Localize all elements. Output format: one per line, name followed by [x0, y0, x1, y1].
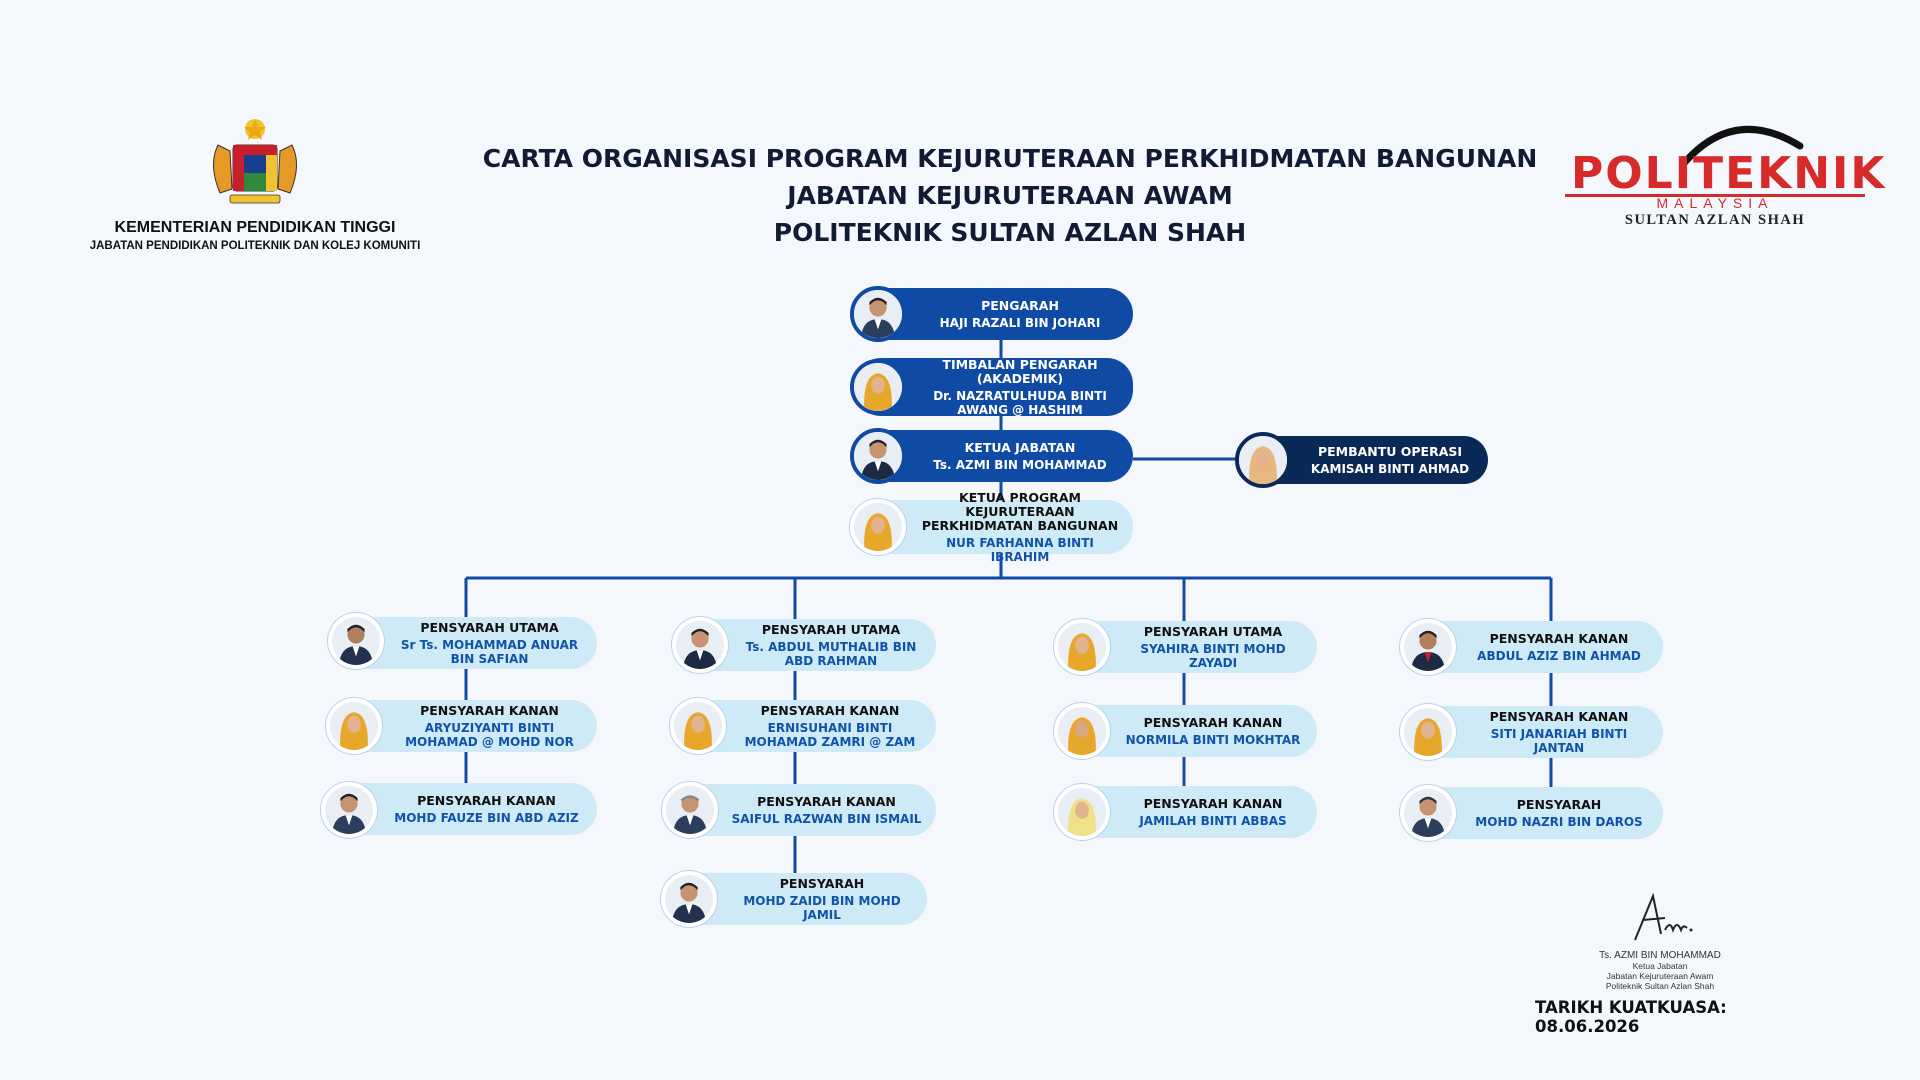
handwritten-signature-icon — [1634, 892, 1693, 941]
staff-role: PENSYARAH KANAN — [1143, 795, 1283, 811]
program-head-name: NUR FARHANNA BINTI IBRAHIM — [946, 535, 1094, 564]
staff-role: PENSYARAH UTAMA — [761, 621, 901, 637]
staff-role: PENSYARAH KANAN — [1489, 630, 1629, 646]
staff-name: ERNISUHANI BINTI MOHAMAD ZAMRI @ ZAM — [744, 720, 916, 749]
staff-name: MOHD FAUZE BIN ABD AZIZ — [394, 810, 579, 825]
staff-name: ARYUZIYANTI BINTI MOHAMAD @ MOHD NOR — [405, 720, 574, 749]
staff-name: JAMILAH BINTI ABBAS — [1139, 813, 1287, 828]
male-portrait-icon — [1400, 785, 1456, 841]
staff-card: PENSYARAH KANAN JAMILAH BINTI ABBAS — [1057, 786, 1317, 838]
ministry-name: KEMENTERIAN PENDIDIKAN TINGGI — [114, 219, 396, 236]
page-subtitle-institution: POLITEKNIK SULTAN AZLAN SHAH — [773, 218, 1247, 247]
logo-campus: SULTAN AZLAN SHAH — [1624, 212, 1806, 228]
female-hijab-portrait-icon — [1235, 432, 1291, 488]
female-hijab-portrait-icon — [326, 698, 382, 754]
logo-country: MALAYSIA — [1656, 195, 1774, 211]
staff-name: SITI JANARIAH BINTI JANTAN — [1490, 726, 1628, 755]
female-hijab-portrait-icon — [670, 698, 726, 754]
male-portrait-icon — [661, 871, 717, 927]
staff-role: PENSYARAH KANAN — [417, 792, 556, 808]
malaysia-crest-icon — [213, 119, 297, 204]
staff-name: ABDUL AZIZ BIN AHMAD — [1477, 648, 1641, 663]
staff-role: PENSYARAH UTAMA — [1143, 623, 1283, 639]
staff-name: MOHD NAZRI BIN DAROS — [1475, 814, 1643, 829]
head-dept-role: KETUA JABATAN — [964, 439, 1076, 455]
staff-role: PENSYARAH KANAN — [760, 702, 900, 718]
female-hijab-portrait-icon — [1054, 784, 1110, 840]
male-portrait-icon — [328, 613, 384, 669]
staff-name: SAIFUL RAZWAN BIN ISMAIL — [731, 811, 922, 826]
female-hijab-portrait-icon — [850, 499, 906, 555]
signature-block: Ts. AZMI BIN MOHAMMAD Ketua Jabatan Jaba… — [1570, 890, 1750, 991]
signatory-institution: Politeknik Sultan Azlan Shah — [1605, 981, 1715, 991]
director-name: HAJI RAZALI BIN JOHARI — [939, 315, 1101, 330]
program-head-card: KETUA PROGRAM KEJURUTERAAN PERKHIDMATAN … — [855, 490, 1133, 564]
deputy-role: TIMBALAN PENGARAH (AKADEMIK) — [942, 356, 1098, 386]
head-dept-card: KETUA JABATAN Ts. AZMI BIN MOHAMMAD — [855, 430, 1133, 482]
male-portrait-icon — [850, 428, 906, 484]
staff-role: PENSYARAH KANAN — [420, 702, 559, 718]
logo-arc-icon — [1681, 125, 1804, 166]
signatory-title: Ketua Jabatan — [1632, 961, 1688, 971]
staff-role: PENSYARAH KANAN — [757, 793, 896, 809]
staff-role: PENSYARAH UTAMA — [420, 619, 559, 635]
staff-name: NORMILA BINTI MOKHTAR — [1125, 732, 1301, 747]
male-portrait-icon — [672, 617, 728, 673]
male-portrait-icon — [850, 286, 906, 342]
male-portrait-icon — [321, 782, 377, 838]
effective-date: TARIKH KUATKUASA: 08.06.2026 — [1535, 998, 1727, 1036]
female-hijab-portrait-icon — [1054, 703, 1110, 759]
female-hijab-portrait-icon — [850, 359, 906, 415]
staff-role: PENSYARAH — [779, 875, 865, 891]
female-hijab-portrait-icon — [1400, 704, 1456, 760]
ministry-department: JABATAN PENDIDIKAN POLITEKNIK DAN KOLEJ … — [89, 240, 421, 252]
politeknik-logo: POLITEKNIK MALAYSIA SULTAN AZLAN SHAH — [1565, 112, 1885, 232]
female-hijab-portrait-icon — [1054, 619, 1110, 675]
head-dept-name: Ts. AZMI BIN MOHAMMAD — [933, 457, 1107, 472]
logo-underline-icon — [1565, 194, 1865, 197]
assistant-role: PEMBANTU OPERASI — [1317, 443, 1463, 459]
director-role: PENGARAH — [981, 297, 1059, 313]
page-title: CARTA ORGANISASI PROGRAM KEJURUTERAAN PE… — [482, 144, 1538, 173]
staff-role: PENSYARAH — [1516, 796, 1602, 812]
staff-name: SYAHIRA BINTI MOHD ZAYADI — [1140, 641, 1286, 670]
staff-role: PENSYARAH KANAN — [1143, 714, 1283, 730]
page-title-block: CARTA ORGANISASI PROGRAM KEJURUTERAAN PE… — [420, 140, 1600, 251]
program-head-role: KETUA PROGRAM KEJURUTERAAN PERKHIDMATAN … — [921, 489, 1119, 533]
staff-role: PENSYARAH KANAN — [1489, 708, 1629, 724]
director-card: PENGARAH HAJI RAZALI BIN JOHARI — [855, 288, 1133, 340]
staff-name: MOHD ZAIDI BIN MOHD JAMIL — [743, 893, 901, 922]
deputy-name: Dr. NAZRATULHUDA BINTI AWANG @ HASHIM — [933, 388, 1107, 417]
page-subtitle-department: JABATAN KEJURUTERAAN AWAM — [787, 181, 1233, 210]
logo-text: POLITEKNIK — [1571, 148, 1887, 199]
ministry-block: KEMENTERIAN PENDIDIKAN TINGGI JABATAN PE… — [60, 115, 450, 252]
signatory-name: Ts. AZMI BIN MOHAMMAD — [1599, 950, 1721, 961]
assistant-name: KAMISAH BINTI AHMAD — [1310, 461, 1470, 476]
staff-name: Sr Ts. MOHAMMAD ANUAR BIN SAFIAN — [400, 637, 579, 666]
male-portrait-icon — [1400, 619, 1456, 675]
signatory-department: Jabatan Kejuruteraan Awam — [1606, 971, 1714, 981]
staff-name: Ts. ABDUL MUTHALIB BIN ABD RAHMAN — [745, 639, 917, 668]
male-portrait-icon — [662, 782, 718, 838]
